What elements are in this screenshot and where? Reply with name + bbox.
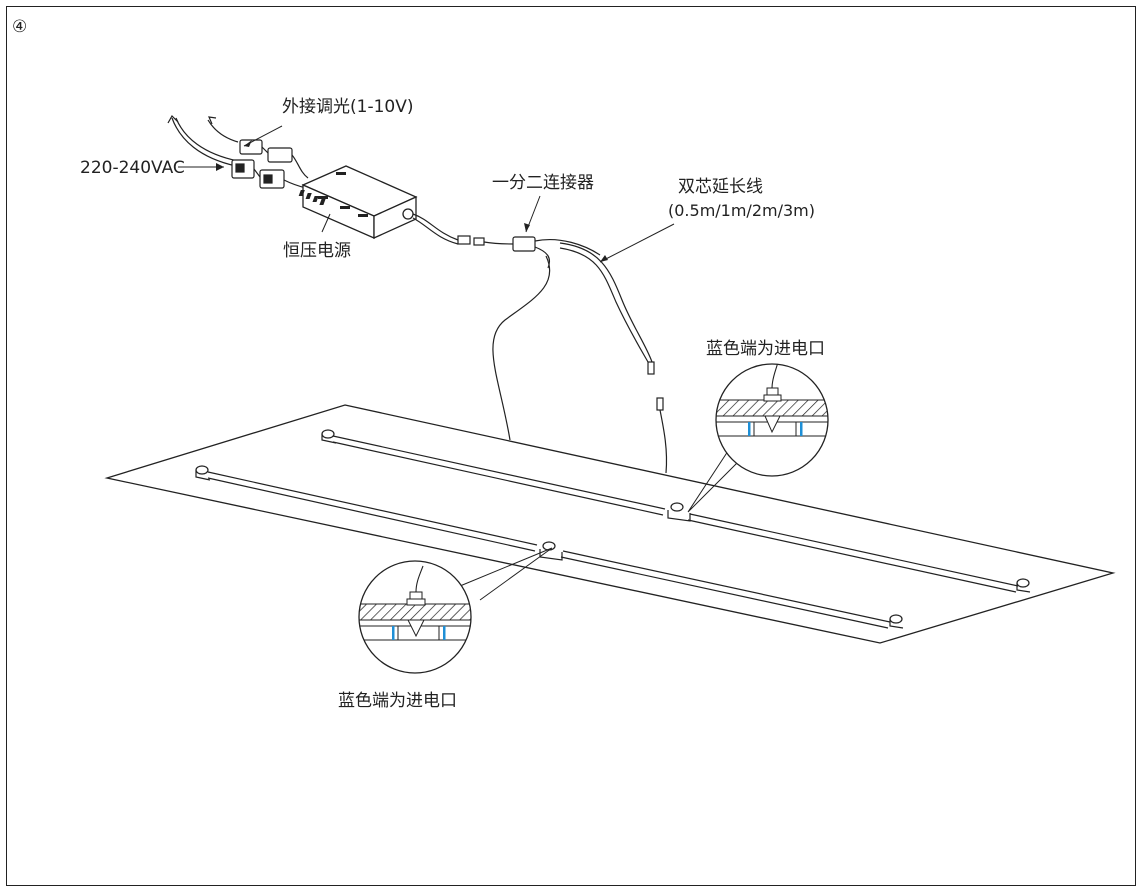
extension-label: 双芯延长线	[678, 177, 763, 197]
mains-connector	[231, 159, 307, 189]
led-strip-lower	[195, 465, 904, 629]
step-marker: ④	[12, 17, 27, 37]
led-strip-upper	[321, 429, 1031, 593]
input-wires	[167, 115, 239, 167]
extension-length-label: (0.5m/1m/2m/3m)	[668, 201, 815, 220]
power-supply-box	[298, 165, 418, 240]
detail-callout-upper	[687, 363, 829, 513]
leader-arrows	[216, 140, 608, 262]
extension-cable	[559, 242, 668, 474]
detail-callout-lower	[358, 547, 553, 674]
output-cable	[412, 213, 515, 246]
splitter-connector	[512, 236, 601, 269]
power-supply-label: 恒压电源	[283, 241, 351, 261]
input-voltage-label: 220-240VAC	[80, 158, 185, 178]
dimmer-label: 外接调光(1-10V)	[282, 97, 413, 117]
blue-end-label-upper: 蓝色端为进电口	[706, 339, 825, 359]
dimmer-connector	[239, 139, 309, 179]
blue-end-label-lower: 蓝色端为进电口	[338, 691, 457, 711]
branch-cable-lower	[492, 255, 551, 441]
splitter-label: 一分二连接器	[492, 173, 594, 193]
ceiling-panel	[104, 404, 1116, 644]
